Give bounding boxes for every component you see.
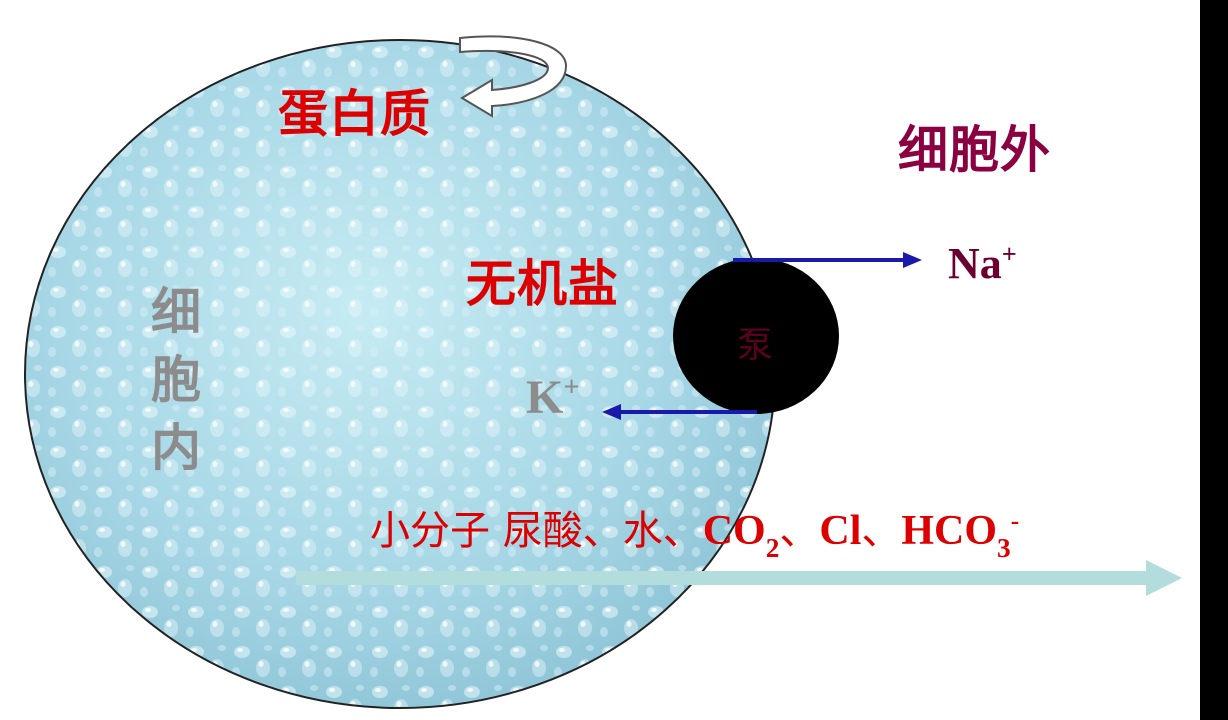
diagram-canvas: 蛋白质 细胞外 无机盐 细 胞 内 泵 Na+ K+ 小分子 尿酸、水、CO2、… [0, 0, 1200, 720]
sodium-symbol: Na [948, 239, 1002, 288]
protein-label: 蛋白质 [278, 85, 431, 143]
extracellular-label: 细胞外 [898, 121, 1051, 179]
sodium-charge: + [1001, 238, 1017, 269]
inorganic-salt-label: 无机盐 [466, 255, 619, 313]
sodium-ion-label: Na+ [948, 238, 1017, 289]
urate-label: 尿酸、 [502, 508, 623, 554]
chloride-label: Cl [819, 508, 862, 554]
bicarbonate-label: HCO3- [901, 508, 1020, 563]
protein-circular-arrow-icon [459, 35, 568, 118]
bicarbonate-charge: - [1010, 508, 1020, 535]
co2-base: CO [702, 508, 766, 554]
sodium-transport-arrow [733, 252, 922, 268]
intracellular-label-char: 胞 [151, 351, 201, 409]
potassium-transport-arrow [602, 404, 757, 420]
intracellular-label-char: 内 [151, 419, 201, 477]
separator: 、 [861, 508, 902, 554]
small-molecules-label: 小分子 尿酸、水、CO2、Cl、HCO3- [370, 498, 1020, 563]
pump [673, 258, 839, 414]
diagram-graphics [24, 35, 1182, 709]
diffusion-arrow [296, 560, 1182, 596]
bicarbonate-subscript: 3 [997, 533, 1011, 564]
water-label: 水、 [622, 508, 703, 554]
co2-subscript: 2 [765, 533, 780, 564]
bicarbonate-base: HCO [901, 508, 998, 554]
separator: 、 [779, 508, 820, 554]
co2-label: CO2 [702, 508, 780, 563]
potassium-ion-label: K+ [526, 370, 580, 425]
intracellular-label-char: 细 [151, 283, 201, 341]
potassium-charge: + [563, 371, 580, 403]
cell [24, 39, 776, 709]
pump-label: 泵 [737, 325, 774, 366]
potassium-symbol: K [526, 371, 564, 424]
small-molecules-prefix: 小分子 [370, 508, 503, 554]
intracellular-label: 细 胞 内 [148, 278, 204, 482]
